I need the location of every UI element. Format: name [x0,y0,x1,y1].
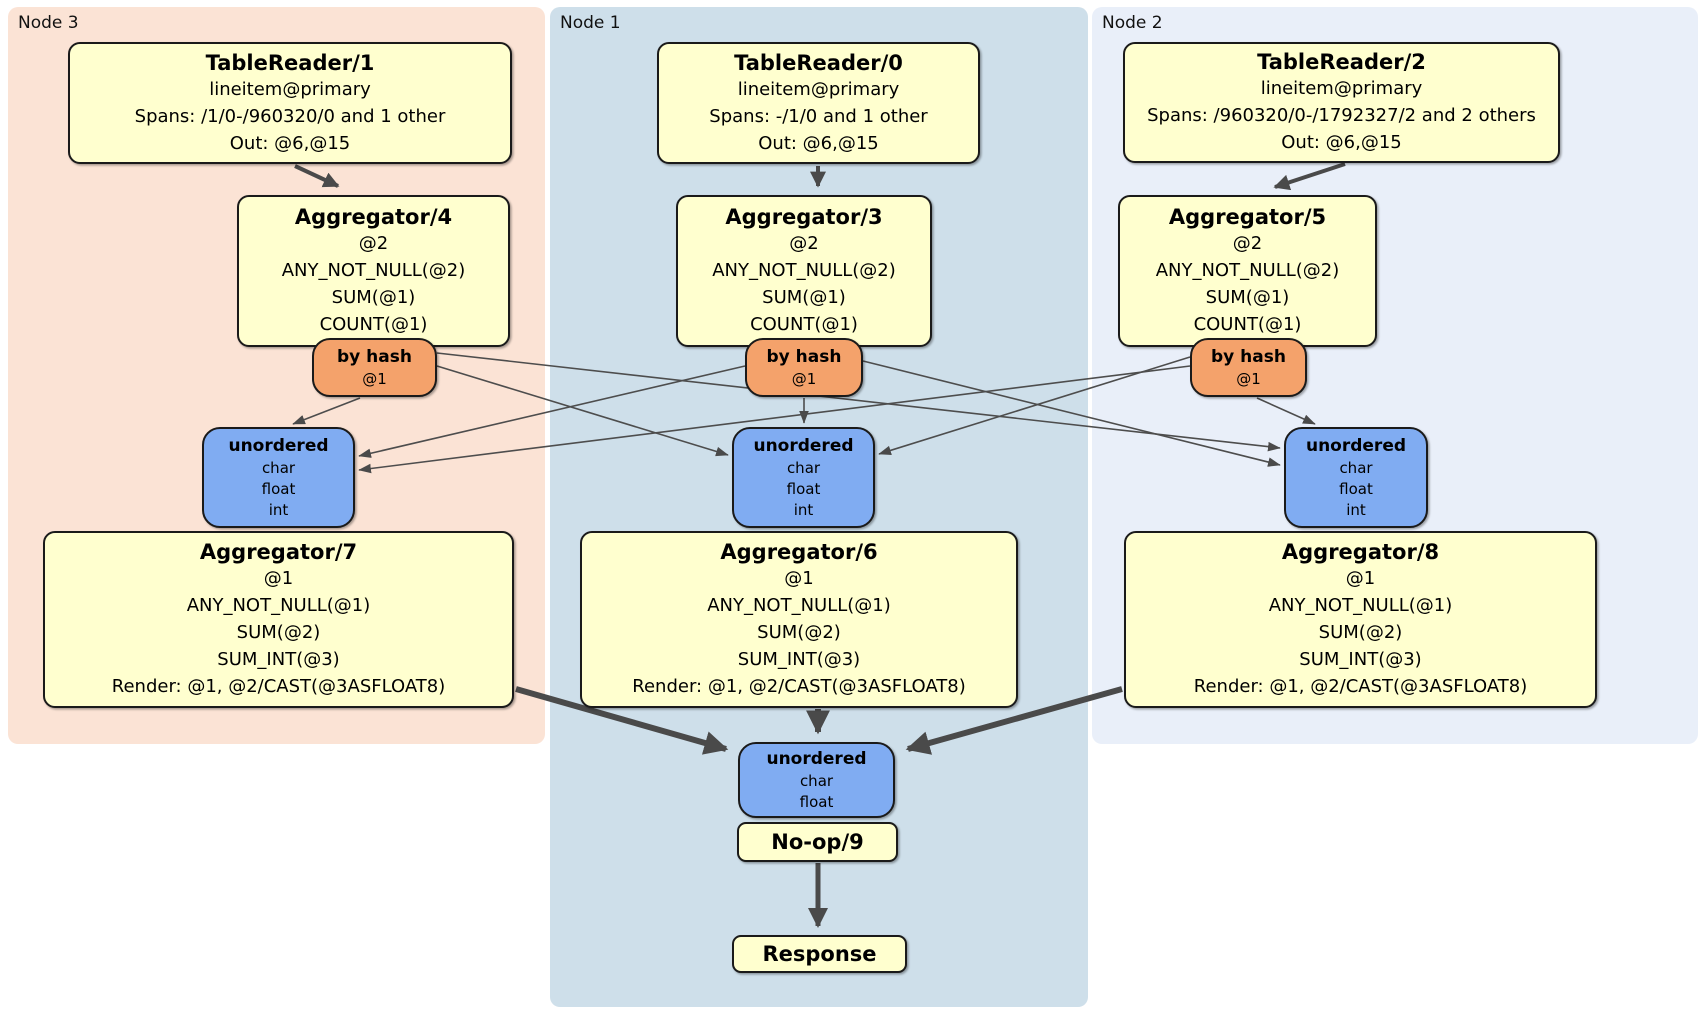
sync-node3-col2: float [261,479,296,498]
router-node1-title: by hash [766,346,842,367]
router-node3-cols: @1 [362,369,387,388]
aggregator-7-render: Render: @1, @2/CAST(@3ASFLOAT8) [111,676,446,697]
sync-final-unordered: unordered char float [738,742,895,818]
aggregator-8-fn1: ANY_NOT_NULL(@1) [1268,595,1453,616]
sync-final-col1: char [799,771,834,790]
aggregator-4-groupcol: @2 [358,233,389,254]
sync-node2-title: unordered [1305,435,1407,456]
router-node1-by-hash: by hash @1 [745,338,863,397]
sync-node3-title: unordered [228,435,329,456]
sync-final-title: unordered [766,748,867,769]
noop-9-box: No-op/9 [737,822,898,862]
tablereader-0-index: lineitem@primary [737,78,900,100]
tablereader-1-spans: Spans: /1/0-/960320/0 and 1 other [134,105,446,127]
sync-node1-unordered: unordered char float int [732,427,875,528]
aggregator-8-title: Aggregator/8 [1281,540,1440,564]
aggregator-3-fn2: SUM(@1) [762,287,846,308]
aggregator-8-groupcol: @1 [1345,568,1376,589]
sync-final-col2: float [799,792,834,811]
sync-node3-col3: int [268,500,289,519]
aggregator-8-fn2: SUM(@2) [1318,622,1403,643]
sync-node1-title: unordered [753,435,854,456]
aggregator-4-fn3: COUNT(@1) [319,314,428,335]
router-node2-by-hash: by hash @1 [1190,338,1307,397]
node2-label: Node 2 [1102,13,1163,33]
aggregator-7-fn2: SUM(@2) [236,622,321,643]
aggregator-6-fn3: SUM_INT(@3) [737,649,861,670]
aggregator-8-box: Aggregator/8 @1 ANY_NOT_NULL(@1) SUM(@2)… [1124,531,1597,708]
sync-node1-col2: float [786,479,821,498]
tablereader-0-out: Out: @6,@15 [758,132,879,154]
aggregator-3-groupcol: @2 [789,233,819,254]
sync-node2-col2: float [1339,479,1373,498]
sync-node1-col1: char [786,458,821,477]
aggregator-7-groupcol: @1 [263,568,294,589]
tablereader-0-spans: Spans: -/1/0 and 1 other [709,105,928,127]
aggregator-8-render: Render: @1, @2/CAST(@3ASFLOAT8) [1193,676,1528,697]
tablereader-2-out: Out: @6,@15 [1281,132,1402,153]
sync-node1-col3: int [793,500,814,519]
tablereader-0-title: TableReader/0 [734,50,903,75]
response-title: Response [762,942,877,966]
router-node2-title: by hash [1211,346,1286,367]
tablereader-1-title: TableReader/1 [205,50,375,75]
tablereader-0-box: TableReader/0 lineitem@primary Spans: -/… [657,42,980,164]
aggregator-4-title: Aggregator/4 [294,205,453,229]
aggregator-6-title: Aggregator/6 [720,540,878,564]
tablereader-2-index: lineitem@primary [1260,78,1423,99]
aggregator-5-fn3: COUNT(@1) [1193,314,1302,335]
aggregator-7-title: Aggregator/7 [199,540,358,564]
tablereader-1-out: Out: @6,@15 [229,132,351,154]
aggregator-4-fn2: SUM(@1) [331,287,416,308]
tablereader-2-box: TableReader/2 lineitem@primary Spans: /9… [1123,42,1560,163]
router-node3-by-hash: by hash @1 [312,338,437,397]
aggregator-4-box: Aggregator/4 @2 ANY_NOT_NULL(@2) SUM(@1)… [237,195,510,347]
aggregator-3-fn1: ANY_NOT_NULL(@2) [712,260,896,281]
aggregator-4-fn1: ANY_NOT_NULL(@2) [281,260,466,281]
aggregator-6-groupcol: @1 [784,568,814,589]
aggregator-5-fn1: ANY_NOT_NULL(@2) [1155,260,1340,281]
sync-node3-col1: char [261,458,296,477]
noop-9-title: No-op/9 [771,830,864,854]
aggregator-3-box: Aggregator/3 @2 ANY_NOT_NULL(@2) SUM(@1)… [676,195,932,347]
tablereader-2-spans: Spans: /960320/0-/1792327/2 and 2 others [1147,105,1536,126]
sync-node2-unordered: unordered char float int [1284,427,1428,528]
router-node3-title: by hash [337,346,412,367]
aggregator-8-fn3: SUM_INT(@3) [1299,649,1422,670]
sync-node2-col3: int [1346,500,1366,519]
aggregator-5-groupcol: @2 [1232,233,1263,254]
node1-label: Node 1 [560,13,621,33]
tablereader-2-title: TableReader/2 [1257,50,1426,74]
aggregator-5-title: Aggregator/5 [1168,205,1327,229]
aggregator-7-fn3: SUM_INT(@3) [217,649,340,670]
tablereader-1-box: TableReader/1 lineitem@primary Spans: /1… [68,42,512,164]
router-node2-cols: @1 [1236,369,1261,388]
aggregator-6-render: Render: @1, @2/CAST(@3ASFLOAT8) [632,676,966,697]
aggregator-3-title: Aggregator/3 [725,205,883,229]
response-box: Response [732,935,907,973]
node3-label: Node 3 [18,13,79,33]
sync-node3-unordered: unordered char float int [202,427,355,528]
aggregator-5-box: Aggregator/5 @2 ANY_NOT_NULL(@2) SUM(@1)… [1118,195,1377,347]
sync-node2-col1: char [1339,458,1373,477]
aggregator-3-fn3: COUNT(@1) [750,314,858,335]
aggregator-7-box: Aggregator/7 @1 ANY_NOT_NULL(@1) SUM(@2)… [43,531,514,708]
aggregator-6-box: Aggregator/6 @1 ANY_NOT_NULL(@1) SUM(@2)… [580,531,1018,708]
aggregator-7-fn1: ANY_NOT_NULL(@1) [186,595,371,616]
aggregator-6-fn1: ANY_NOT_NULL(@1) [707,595,891,616]
aggregator-5-fn2: SUM(@1) [1205,287,1290,308]
tablereader-1-index: lineitem@primary [209,78,371,100]
router-node1-cols: @1 [791,369,817,388]
aggregator-6-fn2: SUM(@2) [757,622,841,643]
